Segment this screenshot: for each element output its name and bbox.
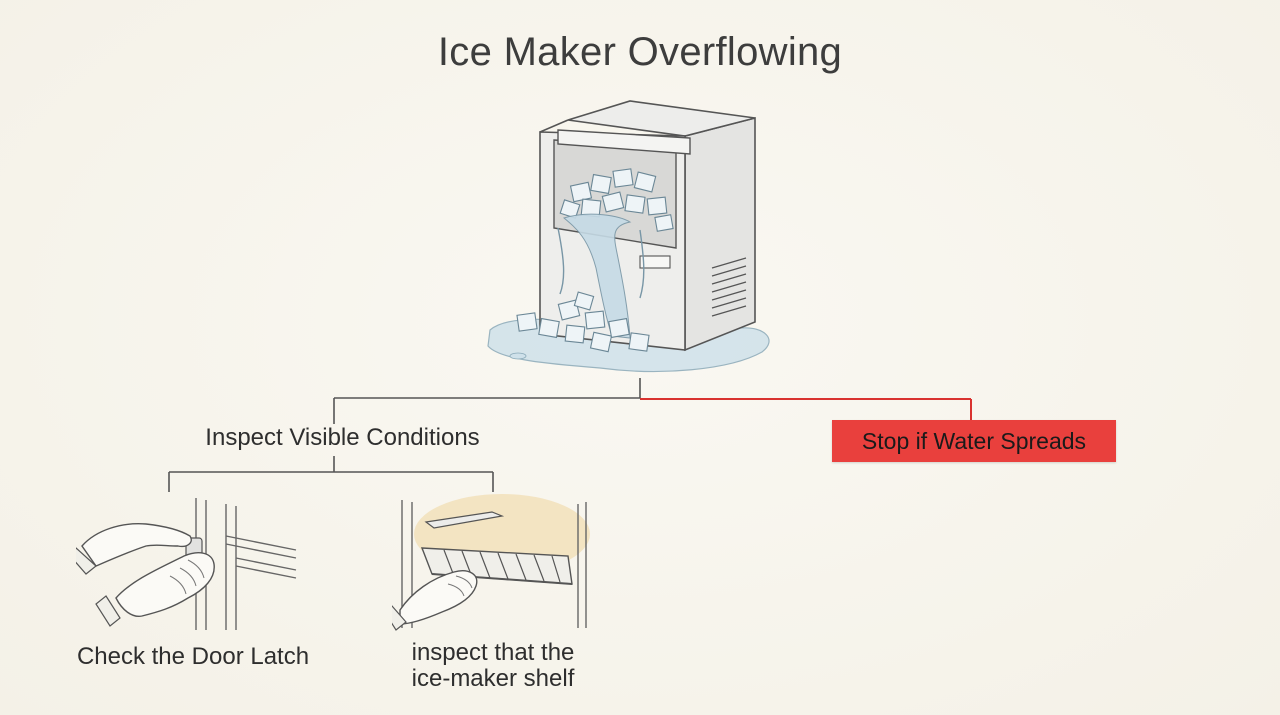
shelf-inspection-illustration [392, 494, 590, 631]
node-check-door-latch: Check the Door Latch [76, 643, 310, 670]
node-inspect-shelf-line1: inspect that the [411, 639, 575, 666]
node-inspect-shelf-line2: ice-maker shelf [411, 665, 575, 692]
ice-maker-overflow-illustration [487, 100, 770, 373]
diagram-title: Ice Maker Overflowing [437, 30, 843, 74]
node-inspect-visible-conditions: Inspect Visible Conditions [205, 424, 480, 451]
node-stop-if-water-spreads: Stop if Water Spreads [832, 420, 1116, 462]
door-latch-illustration [76, 498, 297, 630]
node-inspect-shelf: inspect that the ice-maker shelf [388, 640, 598, 692]
